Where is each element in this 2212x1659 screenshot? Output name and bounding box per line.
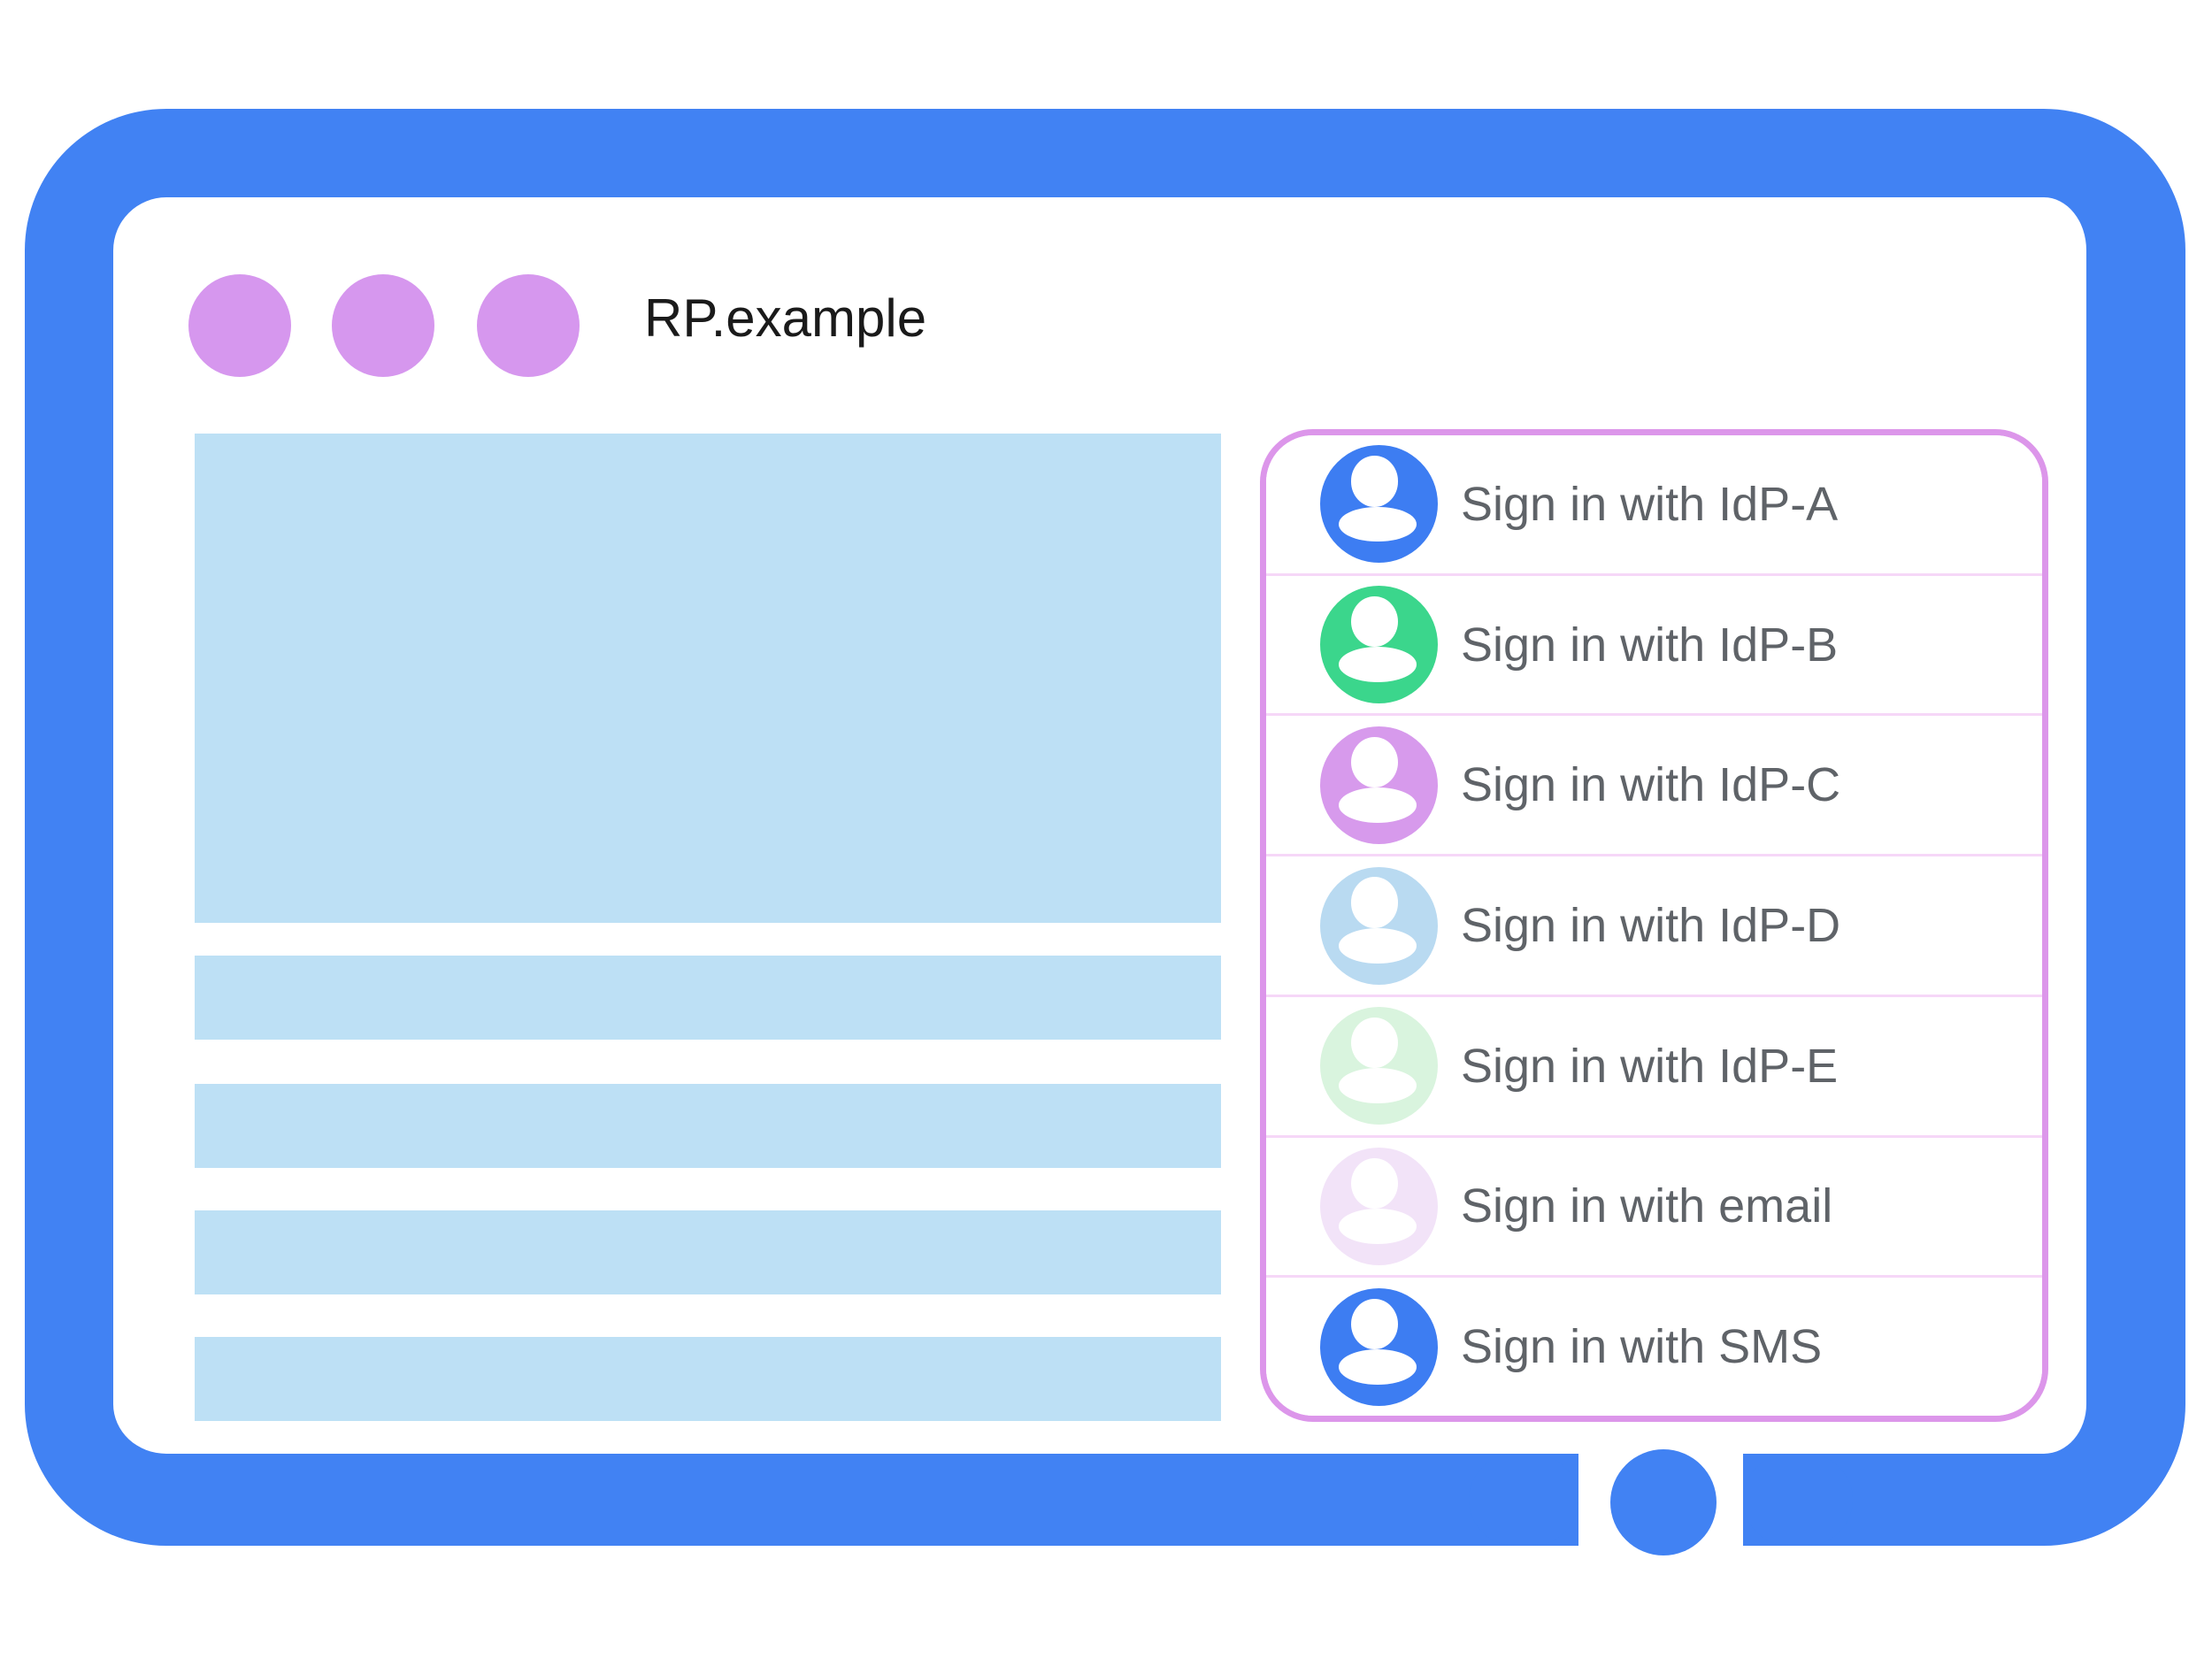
signin-option-label: Sign in with IdP-E <box>1461 1039 1839 1093</box>
account-avatar-icon <box>1320 866 1438 985</box>
account-avatar-icon <box>1320 445 1438 564</box>
signin-option-label: Sign in with IdP-A <box>1461 477 1839 531</box>
signin-option-idp-a[interactable]: Sign in with IdP-A <box>1266 435 2042 573</box>
account-avatar-icon <box>1320 1007 1438 1125</box>
account-avatar-icon <box>1320 1287 1438 1406</box>
signin-option-label: Sign in with IdP-B <box>1461 618 1839 672</box>
window-control-dot-3[interactable] <box>477 274 580 377</box>
frame-bottom-left-cap <box>1469 1454 1578 1546</box>
content-placeholder-hero <box>195 434 1221 923</box>
signin-option-sms[interactable]: Sign in with SMS <box>1266 1275 2042 1416</box>
content-placeholder-bar-3 <box>195 1210 1221 1294</box>
signin-option-idp-d[interactable]: Sign in with IdP-D <box>1266 854 2042 995</box>
content-placeholder-bar-1 <box>195 956 1221 1040</box>
site-title: RP.example <box>644 288 927 348</box>
account-avatar-icon <box>1320 586 1438 704</box>
signin-chooser-panel: Sign in with IdP-A Sign in with IdP-B Si… <box>1260 429 2048 1422</box>
signin-option-label: Sign in with email <box>1461 1179 1833 1233</box>
signin-option-label: Sign in with IdP-D <box>1461 899 1841 953</box>
content-placeholder-bar-2 <box>195 1084 1221 1168</box>
window-control-dot-1[interactable] <box>188 274 291 377</box>
account-avatar-icon <box>1320 1147 1438 1265</box>
signin-option-email[interactable]: Sign in with email <box>1266 1134 2042 1276</box>
frame-bottom-circle <box>1610 1449 1717 1555</box>
frame-bottom-right-cap <box>1743 1454 1853 1546</box>
content-placeholder-bar-4 <box>195 1337 1221 1421</box>
signin-option-idp-c[interactable]: Sign in with IdP-C <box>1266 713 2042 855</box>
account-avatar-icon <box>1320 726 1438 844</box>
signin-option-idp-b[interactable]: Sign in with IdP-B <box>1266 572 2042 714</box>
signin-option-label: Sign in with IdP-C <box>1461 758 1841 812</box>
signin-option-label: Sign in with SMS <box>1461 1320 1823 1374</box>
signin-option-idp-e[interactable]: Sign in with IdP-E <box>1266 994 2042 1135</box>
window-control-dot-2[interactable] <box>332 274 434 377</box>
